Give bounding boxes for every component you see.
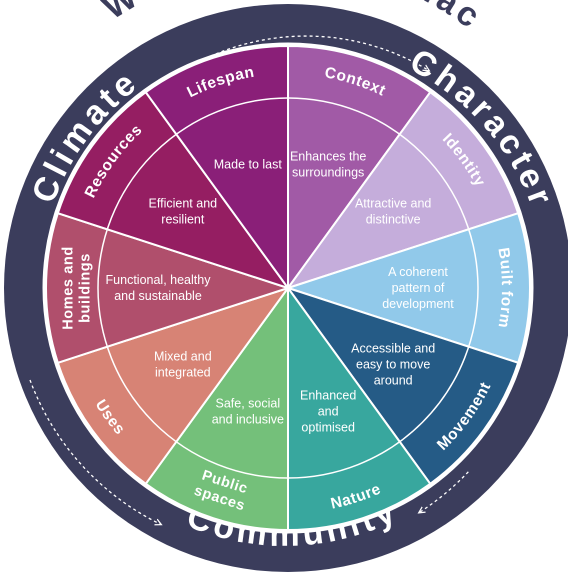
segment-nature: [287, 284, 432, 532]
inner-ring-divider: [97, 97, 479, 479]
segment-movement: [285, 286, 520, 486]
segment-uses: [56, 286, 291, 486]
segment-name-homes-buildings: Homes andbuildings: [61, 246, 94, 330]
segment-identity: [285, 90, 520, 290]
segment-public-spaces: [144, 284, 289, 532]
segment-resources: [56, 90, 291, 290]
segments-group: [45, 44, 531, 532]
segment-context: [287, 44, 432, 292]
segment-homes-buildings: [45, 211, 292, 365]
outer-band-edge: [42, 42, 534, 534]
segment-lifespan: [144, 44, 289, 292]
segment-built-form: [284, 211, 531, 365]
segment-name-built-form: Built form: [494, 247, 515, 330]
community-arrow-line-left: [29, 379, 160, 524]
community-arrow-line-right: [420, 469, 471, 512]
segment-description-lifespan: Made to last: [214, 157, 283, 171]
